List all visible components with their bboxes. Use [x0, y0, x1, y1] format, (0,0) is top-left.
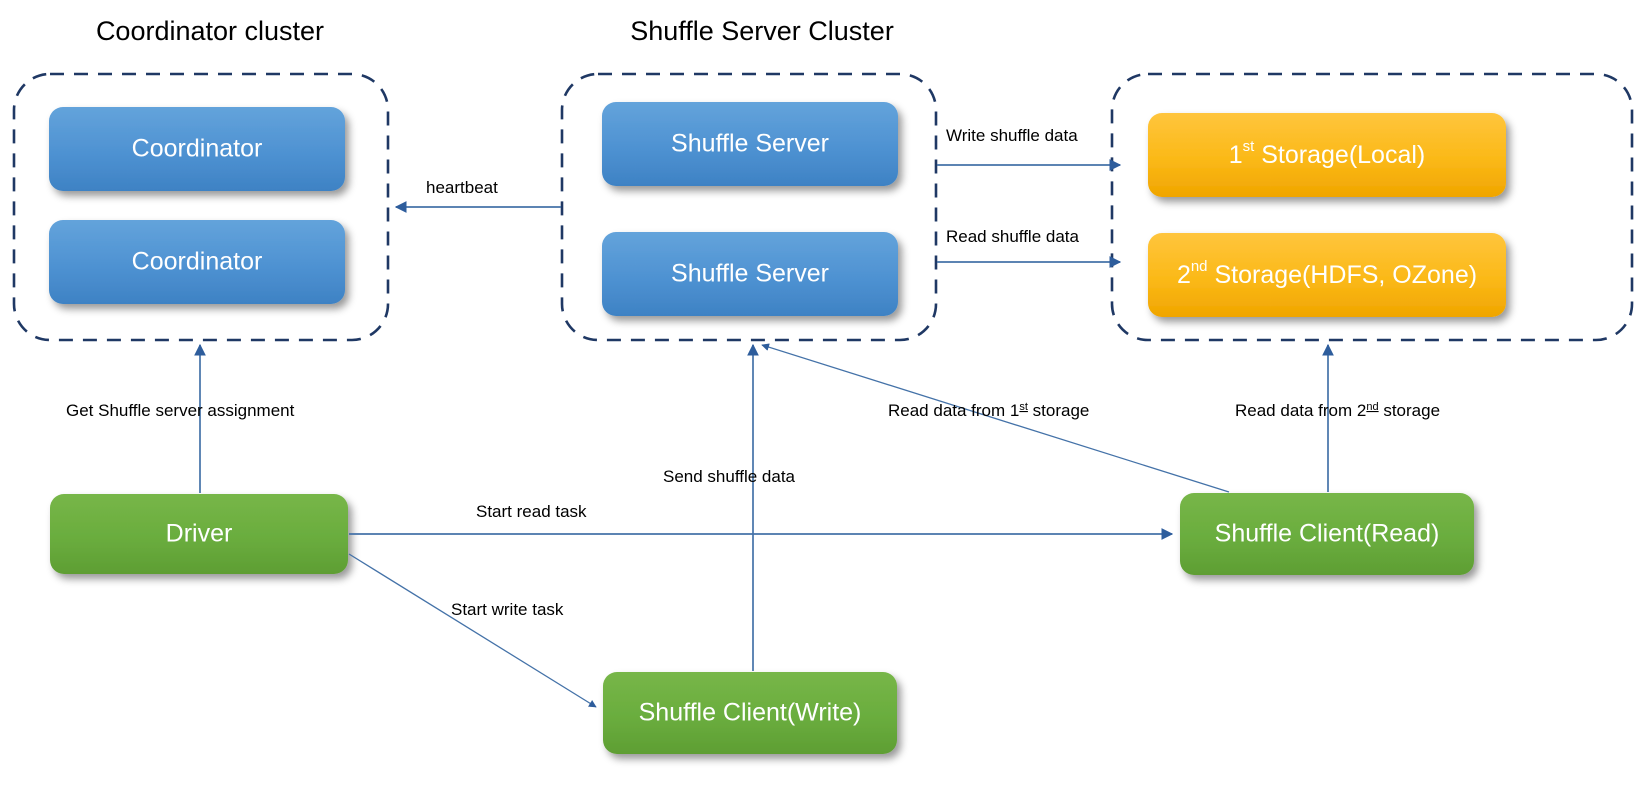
shuffle-server-node-1[interactable]: Shuffle Server: [602, 102, 898, 186]
shuffle-client-read-node[interactable]: Shuffle Client(Read): [1180, 493, 1474, 575]
edge-read-shuffle-data-label: Read shuffle data: [946, 227, 1079, 246]
storage-node-2[interactable]: 2nd Storage(HDFS, OZone): [1148, 233, 1506, 317]
coordinator-node-2-box[interactable]: [49, 220, 345, 304]
edge-start-read-task-label: Start read task: [476, 502, 587, 521]
storage-node-1-box[interactable]: [1148, 113, 1506, 197]
edge-read-2nd-rest: storage: [1379, 401, 1440, 420]
driver-node-label: Driver: [166, 520, 233, 548]
edge-read-data-from-2nd-storage-label: Read data from 2nd storage: [1235, 401, 1440, 420]
shuffle-server-node-1-label: Shuffle Server: [671, 130, 829, 158]
coordinator-node-2-label: Coordinator: [132, 248, 263, 276]
shuffle-server-node-2-label: Shuffle Server: [671, 260, 829, 288]
shuffle-server-node-2-box[interactable]: [602, 232, 898, 316]
edge-read-data-from-1st-storage-label: Read data from 1st storage: [888, 401, 1089, 420]
edge-read-2nd-sup: nd: [1366, 401, 1378, 413]
storage-node-2-box[interactable]: [1148, 233, 1506, 317]
shuffle-client-read-label: Shuffle Client(Read): [1215, 520, 1440, 548]
shuffle-server-cluster-boundary: [560, 72, 938, 342]
coordinator-node-1-box[interactable]: [49, 107, 345, 191]
shuffle-client-write-label: Shuffle Client(Write): [639, 699, 862, 727]
coordinator-node-1[interactable]: Coordinator: [49, 107, 345, 191]
driver-node[interactable]: Driver: [50, 494, 348, 574]
storage-cluster-boundary: [1110, 72, 1634, 342]
coordinator-node-1-label: Coordinator: [132, 135, 263, 163]
storage-node-2-label-sup: nd: [1191, 258, 1208, 275]
storage-node-1-label-sup: st: [1243, 138, 1256, 155]
shuffle-client-read-box[interactable]: [1180, 493, 1474, 575]
coordinator-node-2[interactable]: Coordinator: [49, 220, 345, 304]
edge-write-shuffle-data-label: Write shuffle data: [946, 126, 1078, 145]
storage-node-2-label: 2nd Storage(HDFS, OZone): [1177, 258, 1477, 288]
storage-node-2-label-rest: Storage(HDFS, OZone): [1208, 261, 1478, 289]
driver-node-box[interactable]: [50, 494, 348, 574]
edge-get-shuffle-server-assignment-label: Get Shuffle server assignment: [66, 401, 295, 420]
storage-node-1-label-prefix: 1: [1229, 141, 1243, 169]
edge-read-2nd-prefix: Read data from 2: [1235, 401, 1366, 420]
storage-node-1-label: 1st Storage(Local): [1229, 138, 1426, 168]
shuffle-server-cluster-title: Shuffle Server Cluster: [630, 16, 894, 46]
edge-send-shuffle-data-label: Send shuffle data: [663, 467, 796, 486]
edge-start-write-task-line: [348, 553, 597, 708]
shuffle-server-node-1-box[interactable]: [602, 102, 898, 186]
shuffle-client-write-box[interactable]: [603, 672, 897, 754]
edge-heartbeat-label: heartbeat: [426, 178, 498, 197]
shuffle-client-write-node[interactable]: Shuffle Client(Write): [603, 672, 897, 754]
edge-read-1st-prefix: Read data from 1: [888, 401, 1019, 420]
edge-start-write-task-label: Start write task: [451, 600, 564, 619]
coordinator-cluster-title: Coordinator cluster: [96, 16, 324, 46]
storage-node-1-label-rest: Storage(Local): [1254, 141, 1425, 169]
edge-read-1st-rest: storage: [1028, 401, 1089, 420]
edge-read-1st-sup: st: [1019, 401, 1028, 413]
storage-node-2-label-prefix: 2: [1177, 261, 1191, 289]
storage-node-1[interactable]: 1st Storage(Local): [1148, 113, 1506, 197]
coordinator-cluster-boundary: [12, 72, 390, 342]
shuffle-server-node-2[interactable]: Shuffle Server: [602, 232, 898, 316]
edge-read-data-from-1st-storage-line: [761, 343, 1230, 493]
